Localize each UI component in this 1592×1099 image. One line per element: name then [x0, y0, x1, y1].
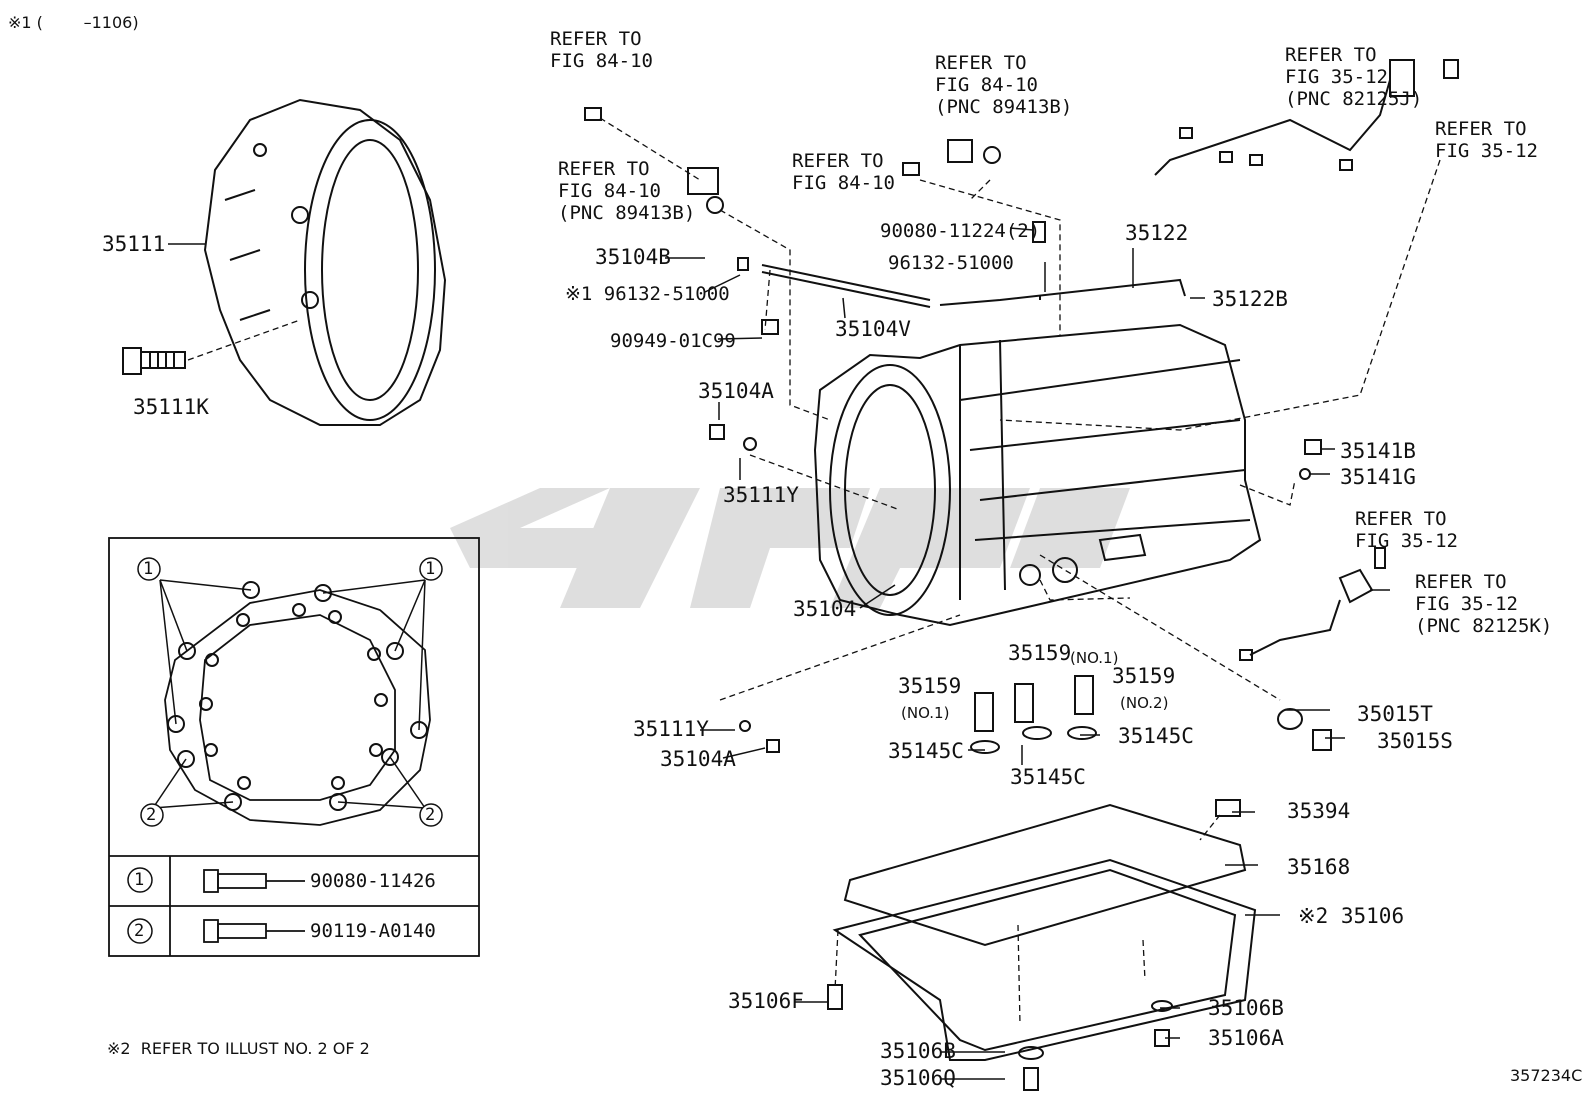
- inset-row-2-part: 90119-A0140: [310, 920, 436, 942]
- inset-box: [108, 537, 480, 957]
- part-35145C-bottom: 35145C: [1010, 765, 1086, 789]
- ref-fig-35-12-b: REFER TO FIG 35-12: [1435, 118, 1538, 162]
- inset-bolt-icons: [203, 869, 305, 943]
- ref-fig-35-12-d: REFER TO FIG 35-12 (PNC 82125K): [1415, 571, 1553, 637]
- part-35145C-right: 35145C: [1118, 724, 1194, 748]
- part-35015S: 35015S: [1377, 729, 1453, 753]
- part-35104A-bottom: 35104A: [660, 747, 736, 771]
- part-35104V: 35104V: [835, 317, 911, 341]
- header-note: ※1 ( –1106): [8, 13, 139, 32]
- inset-callout-1-right: 1: [425, 559, 436, 579]
- part-96132-51000-a: ※1 96132-51000: [565, 283, 730, 305]
- part-35106: ※2 35106: [1298, 904, 1405, 928]
- inset-callout-circles: [127, 557, 443, 944]
- inset-row-1-num: 1: [134, 870, 145, 890]
- part-35141G: 35141G: [1340, 465, 1416, 489]
- pipes: [761, 264, 1186, 308]
- inset-callout-lines: [152, 579, 426, 809]
- ref-fig-84-10-a: REFER TO FIG 84-10: [550, 28, 653, 72]
- part-35111Y-top: 35111Y: [723, 483, 799, 507]
- watermark-logo: [450, 488, 1130, 608]
- inset-row-1-part: 90080-11426: [310, 870, 436, 892]
- ref-fig-35-12-a: REFER TO FIG 35-12 (PNC 82125J): [1285, 44, 1423, 110]
- part-90080-11224: 90080-11224(2): [880, 220, 1041, 242]
- part-96132-51000-b: 96132-51000: [888, 252, 1014, 274]
- part-35111Y-bottom: 35111Y: [633, 717, 709, 741]
- part-90949-01C99: 90949-01C99: [610, 330, 736, 352]
- part-35106Q: 35106Q: [880, 1066, 956, 1090]
- leader-lines: [665, 227, 1390, 1080]
- oil-pan-35106: [832, 803, 1257, 1061]
- part-35159-left-sub: (NO.1): [901, 704, 950, 722]
- part-35122: 35122: [1125, 221, 1189, 245]
- ref-fig-35-12-c: REFER TO FIG 35-12: [1355, 508, 1458, 552]
- bolt-35111K: [122, 347, 186, 375]
- diagram-id: 357234C: [1510, 1066, 1583, 1085]
- part-35106B-right: 35106B: [1208, 996, 1284, 1020]
- part-35159-right-sub: (NO.2): [1120, 694, 1169, 712]
- bell-housing-35111: [203, 98, 447, 426]
- part-35159-no1-top: 35159: [1008, 641, 1072, 665]
- part-35159-no1-top-sub: (NO.1): [1070, 649, 1119, 667]
- ref-fig-84-10-b: REFER TO FIG 84-10 (PNC 89413B): [558, 158, 696, 224]
- part-35106F: 35106F: [728, 989, 804, 1013]
- part-35111K: 35111K: [133, 395, 209, 419]
- part-35394: 35394: [1287, 799, 1351, 823]
- inset-callout-2-left: 2: [146, 805, 157, 825]
- part-35168: 35168: [1287, 855, 1351, 879]
- part-35159-right: 35159: [1112, 664, 1176, 688]
- ref-fig-84-10-d: REFER TO FIG 84-10: [792, 150, 895, 194]
- part-35106A: 35106A: [1208, 1026, 1284, 1050]
- inset-callout-1-left: 1: [143, 559, 154, 579]
- part-35122B: 35122B: [1212, 287, 1288, 311]
- inset-callout-2-right: 2: [425, 805, 436, 825]
- ref-fig-84-10-c: REFER TO FIG 84-10 (PNC 89413B): [935, 52, 1073, 118]
- part-35111: 35111: [102, 232, 166, 256]
- part-35141B: 35141B: [1340, 439, 1416, 463]
- part-35159-left: 35159: [898, 674, 962, 698]
- part-35145C-left: 35145C: [888, 739, 964, 763]
- part-35015T: 35015T: [1357, 702, 1433, 726]
- part-35106B-bottom: 35106B: [880, 1039, 956, 1063]
- footnote: ※2 REFER TO ILLUST NO. 2 OF 2: [107, 1039, 370, 1058]
- inset-row-2-num: 2: [134, 921, 145, 941]
- part-35104: 35104: [793, 597, 857, 621]
- part-35104B: 35104B: [595, 245, 671, 269]
- part-35104A-top: 35104A: [698, 379, 774, 403]
